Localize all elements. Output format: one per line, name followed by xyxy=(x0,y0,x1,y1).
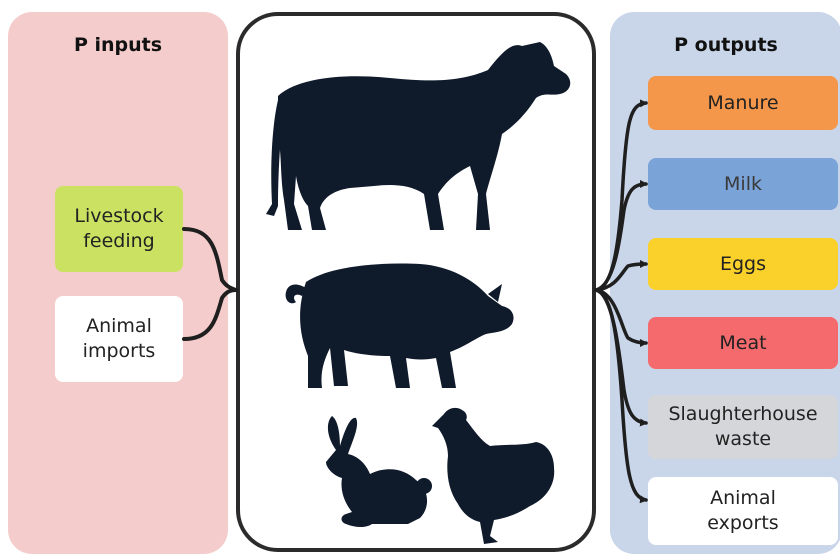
animal-silhouettes xyxy=(266,42,571,544)
eggs-box: Eggs xyxy=(648,238,838,290)
pig-silhouette-icon xyxy=(285,263,514,388)
p-inputs-title: P inputs xyxy=(73,34,163,56)
p-outputs-title: P outputs xyxy=(674,34,778,56)
rabbit-silhouette-icon xyxy=(326,416,432,527)
output-arrows xyxy=(594,99,648,504)
milk-box: Milk xyxy=(648,158,838,210)
input-arrow-animal-imports xyxy=(182,288,238,341)
hen-silhouette-icon xyxy=(432,407,555,544)
animal-imports-box: Animal imports xyxy=(55,296,183,382)
slaughterhouse-waste-box: Slaughterhouse waste xyxy=(648,395,838,459)
livestock-box xyxy=(236,12,596,552)
input-arrow-livestock-feeding xyxy=(182,227,238,292)
p-inputs-panel: P inputs xyxy=(8,12,228,554)
meat-box: Meat xyxy=(648,317,838,369)
cow-silhouette-icon xyxy=(266,42,571,230)
animal-exports-box: Animal exports xyxy=(648,477,838,545)
livestock-feeding-box: Livestock feeding xyxy=(55,186,183,272)
manure-box: Manure xyxy=(648,76,838,130)
